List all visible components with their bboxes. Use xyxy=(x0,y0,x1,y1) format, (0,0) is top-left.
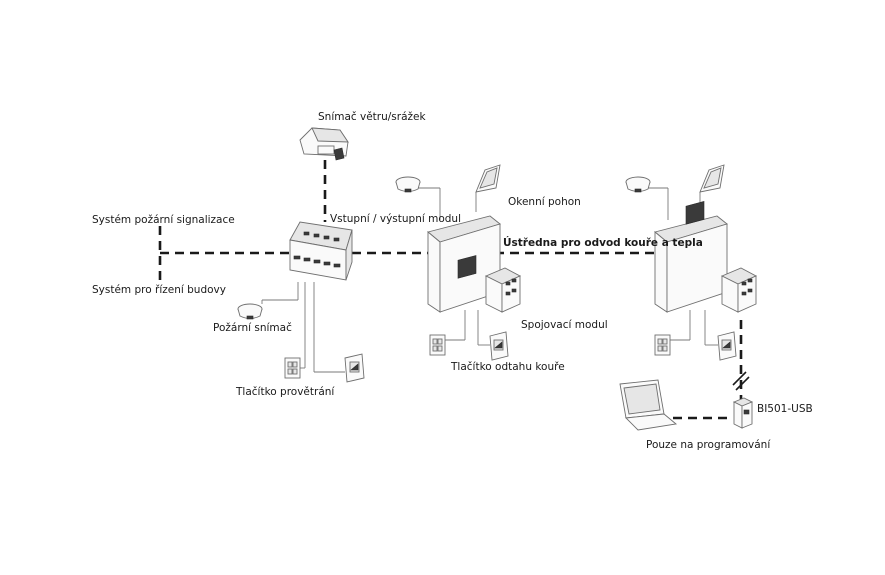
smoke-detector-icon xyxy=(395,176,421,193)
smoke-detector-icon xyxy=(625,176,651,193)
label-fire-alarm-system: Systém požární signalizace xyxy=(92,214,235,226)
break-mark-2 xyxy=(735,376,750,391)
control-panel-icon xyxy=(427,215,501,313)
label-ventilation-button: Tlačítko provětrání xyxy=(235,386,335,398)
control-panel-icon xyxy=(654,200,728,313)
panel-2-group xyxy=(625,164,758,361)
label-smoke-control-panel: Ústředna pro odvod kouře a tepla xyxy=(503,236,703,249)
push-button-icon xyxy=(489,331,509,361)
coupling-module-icon xyxy=(484,267,522,313)
window-actuator-icon xyxy=(699,164,725,193)
label-smoke-vent-button: Tlačítko odtahu kouře xyxy=(450,361,565,373)
label-wind-rain-sensor: Snímač větru/srážek xyxy=(318,111,427,123)
push-button-icon xyxy=(344,353,365,383)
label-building-management: Systém pro řízení budovy xyxy=(92,284,226,296)
push-button-icon xyxy=(717,331,737,361)
push-button-icon xyxy=(654,334,671,356)
label-bi501-usb: BI501-USB xyxy=(757,403,813,415)
wind-rain-sensor-icon xyxy=(299,127,349,161)
thin-connectors xyxy=(261,187,718,373)
window-actuator-icon xyxy=(475,164,501,193)
smoke-detector-icon xyxy=(237,303,263,320)
label-coupling-module: Spojovací modul xyxy=(521,319,608,331)
labels: Snímač větru/srážek Vstupní / výstupní m… xyxy=(92,111,813,451)
push-button-icon xyxy=(284,357,301,379)
break-mark-1 xyxy=(732,371,747,386)
label-window-actuator: Okenní pohon xyxy=(508,196,581,208)
io-module-icon xyxy=(289,221,353,281)
laptop-icon xyxy=(619,379,678,431)
push-button-icon xyxy=(429,334,446,356)
panel-1-group xyxy=(395,164,522,361)
label-fire-detector: Požární snímač xyxy=(213,322,292,334)
bus-lines xyxy=(158,160,750,420)
usb-adapter-icon xyxy=(732,397,754,429)
label-programming-only: Pouze na programování xyxy=(646,439,771,451)
coupling-module-icon xyxy=(720,267,758,313)
label-io-module: Vstupní / výstupní modul xyxy=(330,213,461,225)
